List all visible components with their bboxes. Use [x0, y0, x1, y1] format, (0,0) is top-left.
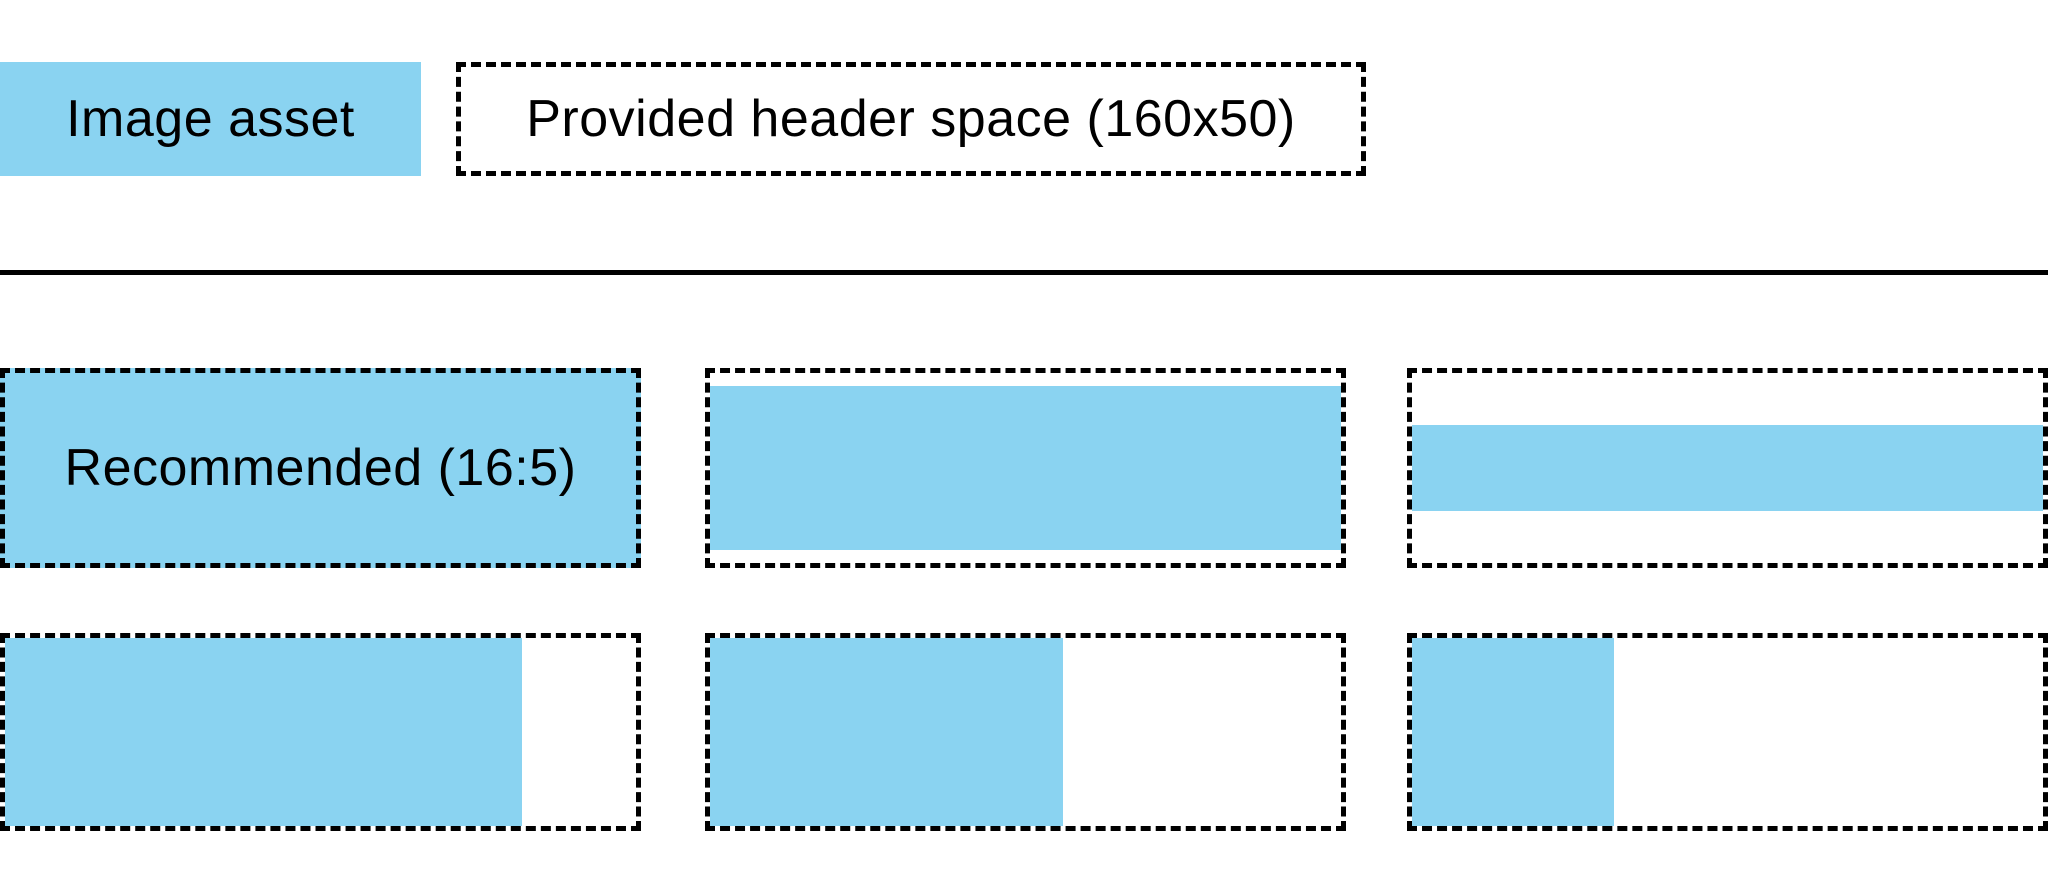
- demo-box-very-wide-asset: [1407, 368, 2048, 568]
- image-asset-fill: [710, 638, 1064, 826]
- image-asset-fill: [710, 386, 1341, 550]
- provided-header-space-box: Provided header space (160x50): [456, 62, 1366, 176]
- demo-box-tall-asset-medium: [705, 633, 1346, 831]
- demo-box-tall-asset-large: [0, 633, 641, 831]
- image-asset-fill: [1412, 425, 2043, 511]
- image-asset-swatch: Image asset: [0, 62, 421, 176]
- image-asset-fill: [5, 373, 636, 563]
- divider-line: [0, 270, 2048, 275]
- demo-box-recommended: Recommended (16:5): [0, 368, 641, 568]
- demo-box-tall-asset-small: [1407, 633, 2048, 831]
- demo-box-wide-asset: [705, 368, 1346, 568]
- image-asset-fill: [5, 638, 523, 826]
- image-asset-fill: [1412, 638, 1614, 826]
- provided-header-space-label: Provided header space (160x50): [526, 90, 1296, 148]
- image-asset-label: Image asset: [66, 90, 355, 148]
